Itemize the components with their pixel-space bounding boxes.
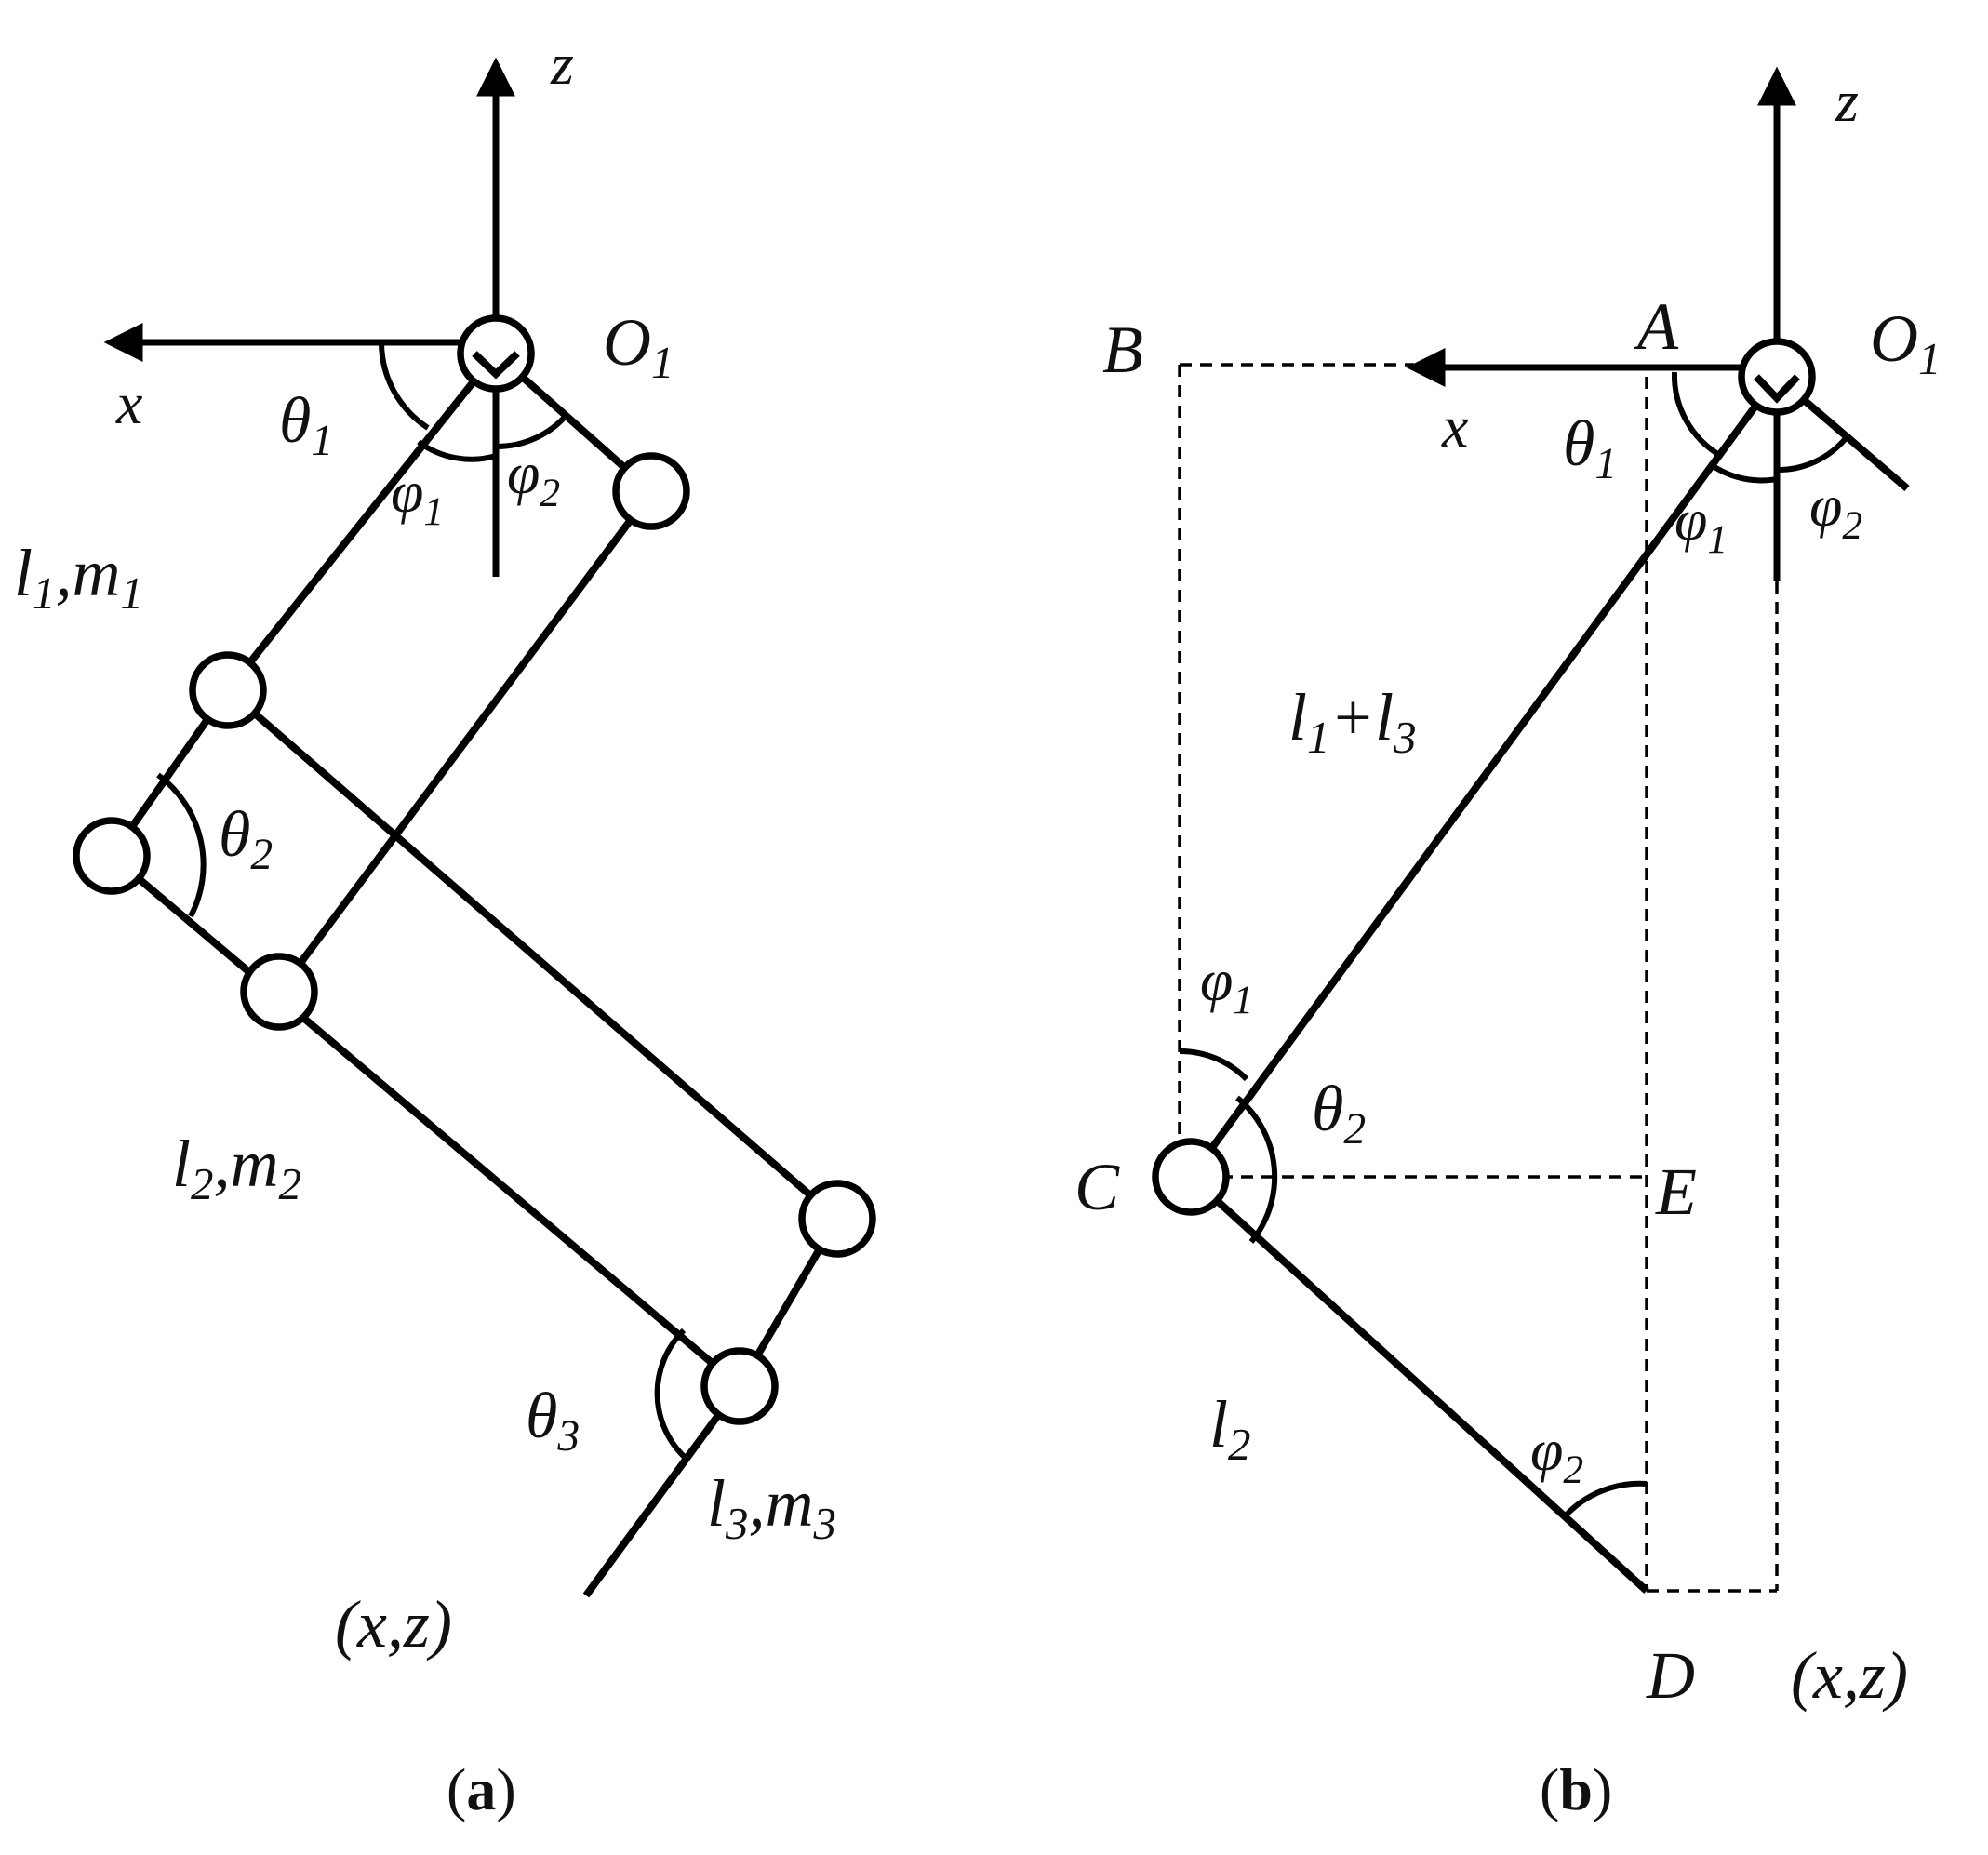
- panel-a-joint-left: [73, 817, 151, 895]
- panel-a-phi1-label: φ1: [391, 459, 444, 534]
- panel-b-theta2-arc: [1235, 1095, 1278, 1244]
- panel-b-z-label: z: [1835, 68, 1859, 134]
- panel-a-link-1: [224, 351, 500, 693]
- panel-b-l2-label: l2: [1209, 1387, 1251, 1470]
- panel-a-theta2-label: θ2: [219, 799, 273, 879]
- panel-a-phi2-label: φ2: [507, 440, 560, 515]
- panel-b-theta1-arc: [1671, 371, 1723, 459]
- panel-b-phi1-top-label: φ1: [1674, 487, 1728, 562]
- panel-b-phi2-d-label: φ2: [1530, 1417, 1583, 1492]
- panel-b-joint-c: [1152, 1138, 1230, 1216]
- panel-b-x-label: x: [1441, 394, 1468, 460]
- panel-a-parallel-rod: [275, 500, 647, 994]
- panel-a-link3-label: l3,m3: [707, 1466, 836, 1549]
- panel-b-joint-origin-mark: [1754, 374, 1800, 404]
- panel-b-point-e-label: E: [1655, 1154, 1697, 1229]
- panel-b-endpoint-label: (x,z): [1791, 1638, 1908, 1713]
- panel-a-link2-label: l2,m2: [172, 1127, 301, 1209]
- panel-b-link-l2: [1188, 1174, 1649, 1594]
- panel-a-joint-elbow: [189, 651, 267, 729]
- panel-a-joint-lower: [240, 953, 318, 1031]
- panel-b-origin-label: O1: [1870, 301, 1941, 384]
- panel-a-link1-label: l1,m1: [14, 536, 143, 619]
- panel-a-origin-label: O1: [603, 305, 674, 388]
- panel-a-endpoint-label: (x,z): [335, 1587, 452, 1661]
- panel-b: z x O1 A B C E D θ1 φ1 φ2 l1+l3 φ1 θ2 l2…: [1074, 66, 1941, 1822]
- panel-a-phi1-arc: [417, 439, 497, 462]
- panel-b-phi2-top-label: φ2: [1809, 473, 1862, 548]
- panel-a-link-2: [109, 852, 742, 1390]
- panel-b-theta2-label: θ2: [1312, 1074, 1366, 1154]
- panel-b-phi1-top-arc: [1710, 462, 1778, 484]
- panel-b-point-d-label: D: [1646, 1638, 1695, 1713]
- panel-a-caption: (a): [447, 1756, 516, 1822]
- panel-b-point-c-label: C: [1074, 1150, 1120, 1224]
- panel-b-phi2-d-arc: [1562, 1480, 1648, 1519]
- panel-a: z x O1 θ1 φ1 φ2 l1,m1 θ2 l2,m2 θ3 l3,m3 …: [14, 31, 876, 1822]
- panel-a-x-label: x: [115, 370, 142, 436]
- panel-b-phi2-top-arc: [1776, 435, 1849, 474]
- panel-b-point-a-label: A: [1634, 289, 1679, 364]
- panel-b-caption: (b): [1540, 1756, 1612, 1822]
- panel-a-joint-origin: [457, 314, 535, 393]
- panel-a-theta2-arc: [156, 772, 207, 918]
- panel-a-phi2-arc: [495, 412, 570, 450]
- panel-a-joint-upper-right: [612, 452, 690, 530]
- panel-a-link-2-upper: [225, 687, 840, 1222]
- panel-a-theta3-arc: [654, 1328, 690, 1463]
- panel-a-joint-right: [798, 1180, 876, 1258]
- panel-b-point-b-label: B: [1102, 313, 1143, 387]
- panel-a-theta1-label: θ1: [279, 385, 333, 465]
- panel-b-sum-label: l1+l3: [1288, 680, 1417, 763]
- panel-a-z-label: z: [550, 31, 574, 97]
- panel-a-theta1-arc: [379, 341, 430, 431]
- panel-b-phi1-c-arc: [1179, 1048, 1249, 1082]
- panel-b-link-l1-plus-l3: [1187, 374, 1781, 1180]
- panel-b-joint-origin: [1738, 338, 1816, 416]
- panel-a-theta3-label: θ3: [526, 1381, 580, 1461]
- panel-a-joint-wrist: [700, 1347, 779, 1425]
- panel-a-link-3: [582, 1383, 743, 1598]
- panel-a-joint-origin-mark: [472, 351, 520, 380]
- panel-b-theta1-label: θ1: [1563, 408, 1617, 488]
- panel-b-phi1-c-label: φ1: [1200, 947, 1253, 1022]
